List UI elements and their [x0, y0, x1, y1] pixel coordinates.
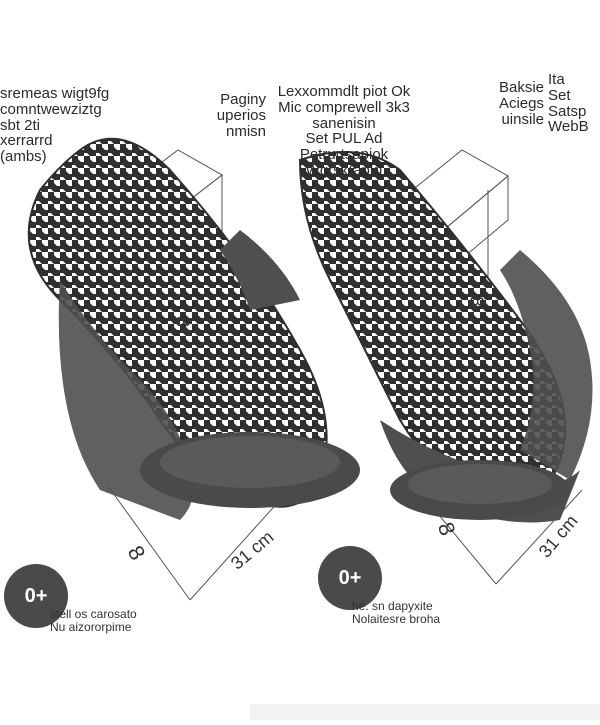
dimension-right-height: 8 [465, 295, 488, 308]
dimension-left-height: 8 [171, 315, 194, 328]
age-badge-left: 0+ [4, 564, 68, 628]
annotation-top-right: Ita Set Satsp WebB [548, 71, 589, 136]
age-badge-right: 0+ [318, 546, 382, 610]
annotation-top-left: sremeas wigt9fg comntwewziztg sbt 2ti xe… [0, 85, 110, 165]
annotation-top-right-center: Baksie Aciegs uinsile [498, 79, 544, 128]
felt-base [140, 432, 570, 520]
bottom-shade [250, 704, 600, 720]
annotation-top-left-center: Paginy uperios nmisn [216, 91, 266, 140]
annotation-top-center: Lexxommdlt piot Ok Mic comprewell 3k3 sa… [277, 83, 411, 179]
caption-left: stell os carosato Nu aizororpime [50, 607, 137, 635]
caption-right: he. sn dapyxite Nolaitesre broha [352, 599, 441, 627]
